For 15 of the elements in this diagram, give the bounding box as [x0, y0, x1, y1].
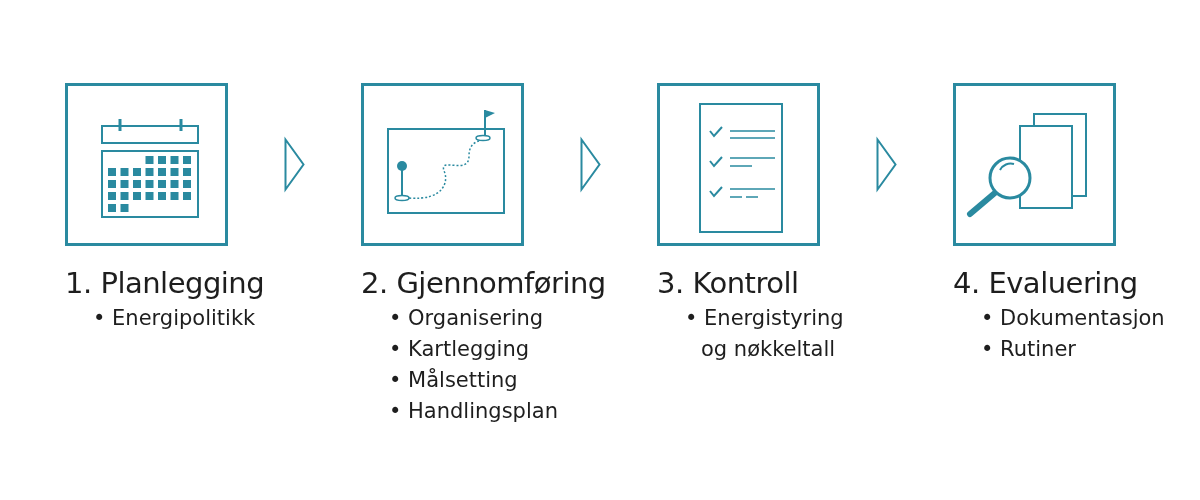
bullet-item: • Handlingsplan	[389, 398, 558, 425]
step-heading: 4. Evaluering	[953, 265, 1138, 301]
bullet-item: • Dokumentasjon	[981, 305, 1165, 332]
step-heading: 1. Planlegging	[65, 265, 265, 301]
bullet-item: • Organisering	[389, 305, 545, 332]
step-heading: 2. Gjennomføring	[361, 265, 606, 301]
chevron-arrow	[876, 136, 897, 193]
chevron-arrow	[580, 136, 601, 193]
bullet-item: • Energipolitikk	[93, 305, 256, 332]
step-heading: 3. Kontroll	[657, 265, 799, 301]
chevron-arrow	[284, 136, 305, 193]
bullet-item: • Målsetting	[389, 367, 519, 394]
bullet-item: • Rutiner	[981, 336, 1077, 363]
bullet-item: • Kartlegging	[389, 336, 531, 363]
bullet-item: • Energistyring og nøkkeltall	[685, 305, 845, 363]
